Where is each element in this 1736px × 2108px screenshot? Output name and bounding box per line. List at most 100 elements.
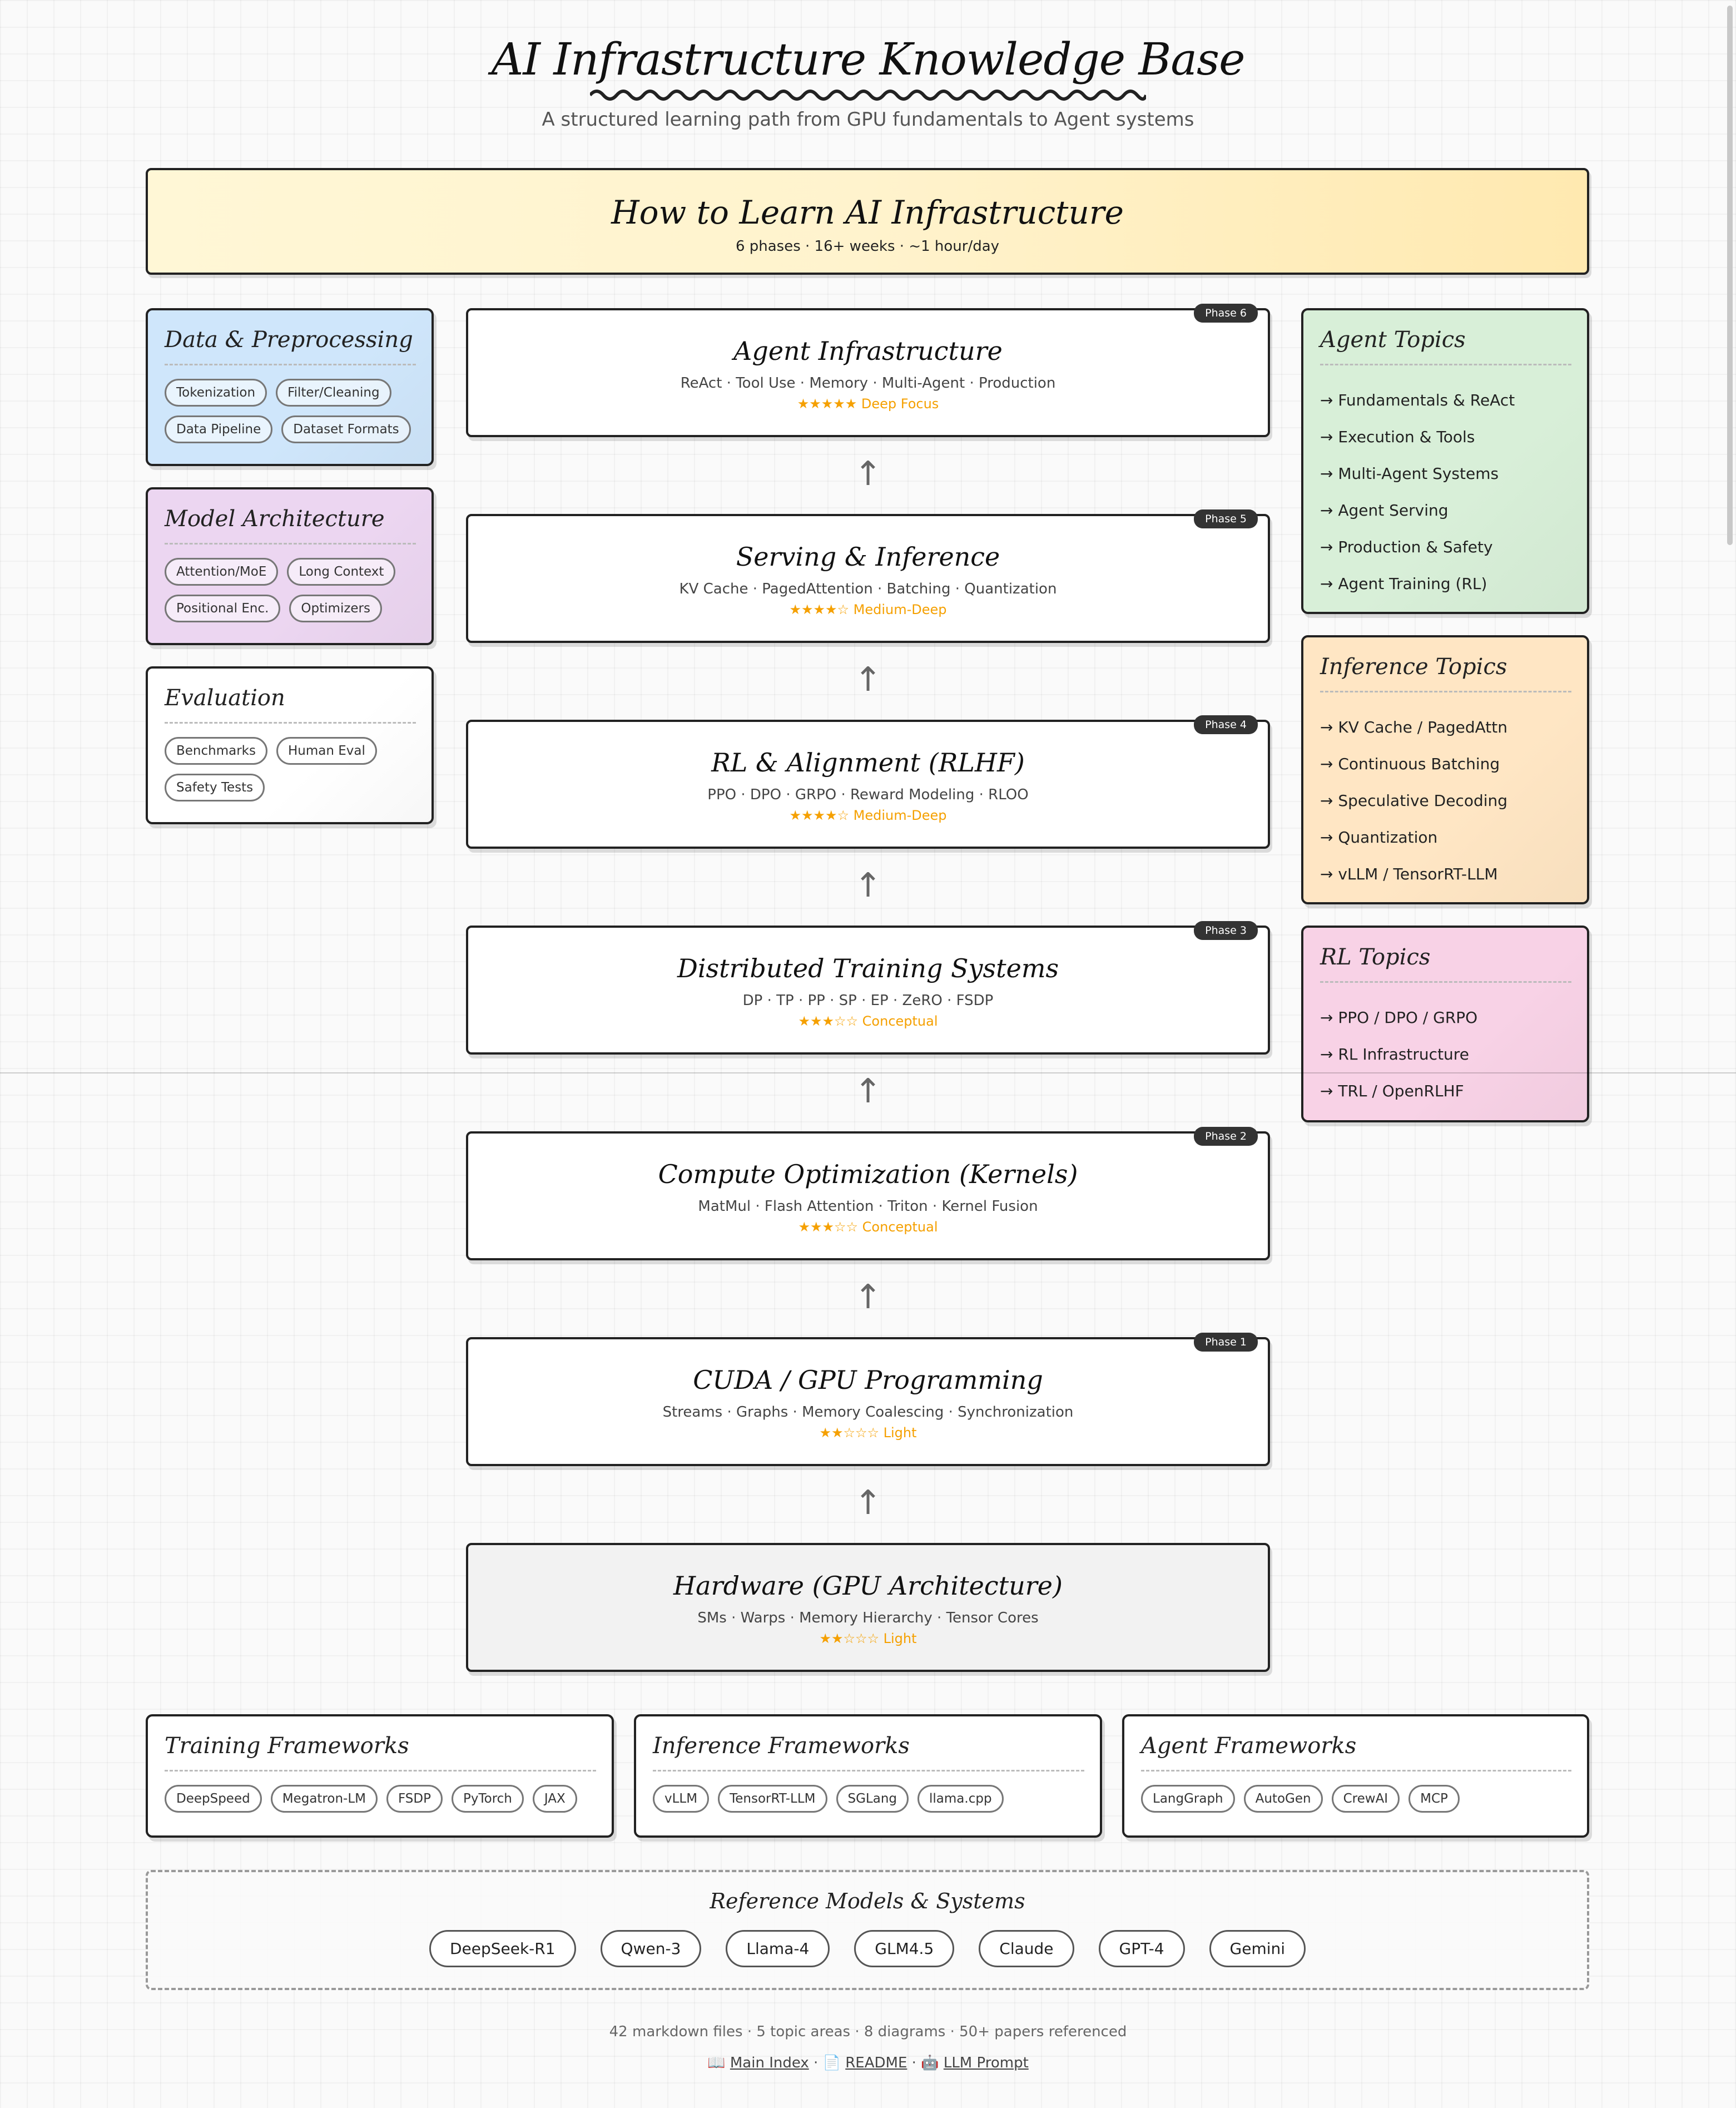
card-inference-topics[interactable]: Inference Topics → KV Cache / PagedAttn … (1301, 635, 1589, 904)
framework-chip[interactable]: FSDP (386, 1785, 443, 1813)
footer-links: 📖 Main Index · 📄 README · 🤖 LLM Prompt (0, 2055, 1736, 2071)
framework-chip[interactable]: AutoGen (1243, 1785, 1323, 1813)
card-agent-frameworks[interactable]: Agent Frameworks LangGraph AutoGen CrewA… (1122, 1714, 1589, 1838)
model-chip[interactable]: GPT-4 (1098, 1930, 1185, 1967)
arrow-up-icon: ↑ (854, 1483, 882, 1522)
topic-chip[interactable]: Safety Tests (165, 774, 265, 801)
topic-link-list: → Fundamentals & ReAct → Execution & Too… (1320, 382, 1587, 602)
phase-badge: Phase 4 (1194, 715, 1258, 734)
topic-chip[interactable]: Data Pipeline (165, 415, 273, 443)
topic-link[interactable]: → Fundamentals & ReAct (1320, 391, 1515, 409)
card-inference-frameworks[interactable]: Inference Frameworks vLLM TensorRT-LLM S… (634, 1714, 1102, 1838)
main-index-link[interactable]: Main Index (730, 2055, 809, 2071)
framework-chip[interactable]: JAX (532, 1785, 577, 1813)
phase-topics: MatMul · Flash Attention · Triton · Kern… (698, 1198, 1038, 1215)
topic-link[interactable]: → Continuous Batching (1320, 755, 1500, 773)
card-rl-topics[interactable]: RL Topics → PPO / DPO / GRPO → RL Infras… (1301, 926, 1589, 1122)
arrow-up-icon: ↑ (854, 1072, 882, 1111)
phase-card-rl-alignment[interactable]: Phase 4 RL & Alignment (RLHF) PPO · DPO … (466, 715, 1270, 849)
framework-chip[interactable]: llama.cpp (917, 1785, 1004, 1813)
phase-badge: Phase 2 (1194, 1127, 1258, 1146)
chip-list: DeepSpeed Megatron-LM FSDP PyTorch JAX (165, 1785, 596, 1813)
framework-chip[interactable]: PyTorch (452, 1785, 524, 1813)
chip-list: LangGraph AutoGen CrewAI MCP (1141, 1785, 1571, 1813)
chip-list: Tokenization Filter/Cleaning Data Pipeli… (165, 379, 416, 443)
topic-chip[interactable]: Positional Enc. (165, 595, 281, 622)
separator: · (911, 2055, 916, 2071)
topic-link[interactable]: → Agent Serving (1320, 501, 1449, 519)
topic-chip[interactable]: Long Context (287, 558, 396, 586)
phase-topics: DP · TP · PP · SP · EP · ZeRO · FSDP (742, 992, 994, 1009)
card-title: Data & Preprocessing (165, 327, 416, 365)
topic-chip[interactable]: Optimizers (289, 595, 382, 622)
topic-chip[interactable]: Filter/Cleaning (276, 379, 391, 407)
phase-card-hardware[interactable]: Hardware (GPU Architecture) SMs · Warps … (466, 1543, 1270, 1672)
phase-rating: ★★★☆☆ Conceptual (798, 1219, 938, 1235)
topic-chip[interactable]: Human Eval (276, 737, 377, 765)
document-icon: 📄 (822, 2055, 841, 2071)
framework-chip[interactable]: Megatron-LM (270, 1785, 378, 1813)
chip-list: Attention/MoE Long Context Positional En… (165, 558, 416, 622)
phase-name: Compute Optimization (Kernels) (658, 1159, 1078, 1189)
topic-link[interactable]: → Quantization (1320, 828, 1438, 847)
framework-chip[interactable]: CrewAI (1331, 1785, 1400, 1813)
framework-chip[interactable]: SGLang (836, 1785, 909, 1813)
model-chip[interactable]: Qwen-3 (600, 1930, 702, 1967)
topic-link[interactable]: → Execution & Tools (1320, 428, 1475, 446)
card-model-architecture[interactable]: Model Architecture Attention/MoE Long Co… (146, 487, 434, 645)
model-chip[interactable]: Llama-4 (726, 1930, 830, 1967)
card-training-frameworks[interactable]: Training Frameworks DeepSpeed Megatron-L… (146, 1714, 614, 1838)
topic-link[interactable]: → PPO / DPO / GRPO (1320, 1008, 1478, 1027)
page-title: AI Infrastructure Knowledge Base (491, 33, 1246, 85)
readme-link[interactable]: README (845, 2055, 907, 2071)
model-chip[interactable]: Claude (979, 1930, 1074, 1967)
phase-card-cuda-gpu-programming[interactable]: Phase 1 CUDA / GPU Programming Streams ·… (466, 1333, 1270, 1466)
card-evaluation[interactable]: Evaluation Benchmarks Human Eval Safety … (146, 666, 434, 824)
page-subtitle: A structured learning path from GPU fund… (542, 108, 1194, 131)
phase-badge: Phase 5 (1194, 509, 1258, 528)
phase-name: Hardware (GPU Architecture) (673, 1571, 1063, 1601)
phase-rating: ★★☆☆☆ Light (819, 1631, 917, 1646)
phase-topics: ReAct · Tool Use · Memory · Multi-Agent … (680, 375, 1056, 392)
phase-card-serving-inference[interactable]: Phase 5 Serving & Inference KV Cache · P… (466, 509, 1270, 643)
framework-chip[interactable]: DeepSpeed (165, 1785, 262, 1813)
banner-title: How to Learn AI Infrastructure (611, 194, 1124, 231)
phase-rating: ★★★★☆ Medium-Deep (789, 602, 947, 617)
phase-card-distributed-training[interactable]: Phase 3 Distributed Training Systems DP … (466, 921, 1270, 1055)
topic-link[interactable]: → Speculative Decoding (1320, 791, 1508, 810)
phase-badge: Phase 1 (1194, 1333, 1258, 1352)
model-chip[interactable]: GLM4.5 (854, 1930, 955, 1967)
phase-rating: ★★☆☆☆ Light (819, 1425, 917, 1441)
topic-link[interactable]: → TRL / OpenRLHF (1320, 1082, 1464, 1100)
phase-card-compute-optimization[interactable]: Phase 2 Compute Optimization (Kernels) M… (466, 1127, 1270, 1260)
arrow-up-icon: ↑ (854, 866, 882, 905)
topic-link[interactable]: → Production & Safety (1320, 538, 1493, 556)
phase-card-agent-infrastructure[interactable]: Phase 6 Agent Infrastructure ReAct · Too… (466, 304, 1270, 437)
framework-chip[interactable]: vLLM (653, 1785, 710, 1813)
topic-link[interactable]: → KV Cache / PagedAttn (1320, 718, 1508, 736)
topic-link-list: → KV Cache / PagedAttn → Continuous Batc… (1320, 709, 1587, 893)
card-data-preprocessing[interactable]: Data & Preprocessing Tokenization Filter… (146, 308, 434, 466)
model-chip[interactable]: Gemini (1209, 1930, 1306, 1967)
topic-link[interactable]: → Agent Training (RL) (1320, 575, 1487, 593)
scrollbar-thumb[interactable] (1727, 6, 1733, 545)
topic-link-list: → PPO / DPO / GRPO → RL Infrastructure →… (1320, 999, 1587, 1110)
topic-link[interactable]: → RL Infrastructure (1320, 1045, 1469, 1063)
reference-chip-list: DeepSeek-R1 Qwen-3 Llama-4 GLM4.5 Claude… (148, 1930, 1587, 1967)
phase-topics: KV Cache · PagedAttention · Batching · Q… (679, 581, 1057, 597)
topic-chip[interactable]: Tokenization (165, 379, 267, 407)
card-title: Evaluation (165, 685, 416, 724)
topic-chip[interactable]: Dataset Formats (281, 415, 411, 443)
framework-chip[interactable]: LangGraph (1141, 1785, 1235, 1813)
model-chip[interactable]: DeepSeek-R1 (429, 1930, 576, 1967)
topic-chip[interactable]: Attention/MoE (165, 558, 279, 586)
arrow-up-icon: ↑ (854, 454, 882, 493)
topic-link[interactable]: → vLLM / TensorRT-LLM (1320, 865, 1498, 883)
topic-link[interactable]: → Multi-Agent Systems (1320, 464, 1499, 483)
card-agent-topics[interactable]: Agent Topics → Fundamentals & ReAct → Ex… (1301, 308, 1589, 614)
llm-prompt-link[interactable]: LLM Prompt (943, 2055, 1029, 2071)
framework-chip[interactable]: TensorRT-LLM (718, 1785, 827, 1813)
learning-banner: How to Learn AI Infrastructure 6 phases … (146, 168, 1589, 275)
topic-chip[interactable]: Benchmarks (165, 737, 267, 765)
framework-chip[interactable]: MCP (1408, 1785, 1460, 1813)
